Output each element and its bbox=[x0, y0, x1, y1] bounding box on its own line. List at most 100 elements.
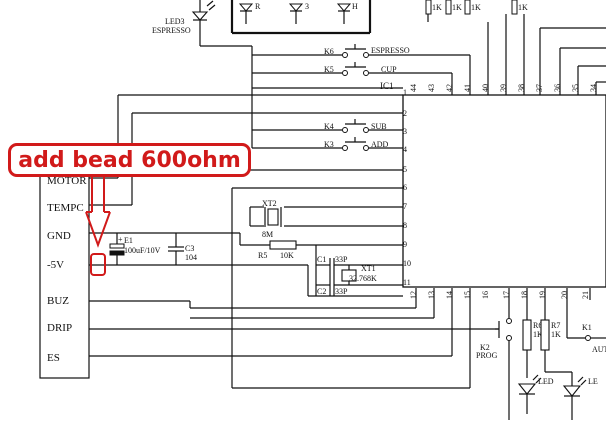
pin-6: 6 bbox=[403, 183, 407, 192]
led3 bbox=[191, 0, 252, 47]
transistor-mark-3: 3 bbox=[305, 2, 309, 11]
bead-marker bbox=[90, 253, 106, 276]
switch-k5 bbox=[252, 62, 453, 95]
resistor-r5 bbox=[240, 240, 403, 250]
resistor-r7 bbox=[540, 288, 573, 386]
c1-ref: C1 bbox=[317, 255, 326, 264]
pin-35: 35 bbox=[571, 84, 580, 92]
label-minus5v: -5V bbox=[47, 259, 64, 271]
k1-ref: K1 bbox=[582, 323, 592, 332]
c3-ref: C3 bbox=[185, 244, 194, 253]
led-b-ref: LE bbox=[588, 377, 598, 386]
pin-11: 11 bbox=[403, 278, 411, 287]
pin-34: 34 bbox=[589, 84, 598, 92]
pin-43: 43 bbox=[427, 84, 436, 92]
label-gnd: GND bbox=[47, 230, 71, 242]
xt1-value: 32.768K bbox=[349, 274, 377, 283]
e1-ref: E1 bbox=[124, 236, 133, 245]
switch-k1 bbox=[566, 288, 606, 341]
switch-k2 bbox=[495, 288, 512, 420]
ic-left-wires bbox=[89, 94, 471, 389]
ic1-label: IC1 bbox=[380, 81, 394, 91]
e1-value: 100uF/10V bbox=[124, 246, 161, 255]
pin-5: 5 bbox=[403, 165, 407, 174]
r6-ref: R6 bbox=[533, 321, 542, 330]
led-a-ref: LED bbox=[538, 377, 554, 386]
top-resistor-3-value: 1K bbox=[471, 3, 481, 12]
r7-ref: R7 bbox=[551, 321, 560, 330]
label-motor: MOTOR bbox=[47, 175, 87, 187]
r5-ref: R5 bbox=[258, 251, 267, 260]
c3-value: 104 bbox=[185, 253, 197, 262]
label-es: ES bbox=[47, 352, 60, 364]
k6-label: ESPRESSO bbox=[371, 46, 410, 55]
c2-ref: C2 bbox=[317, 287, 326, 296]
pin-19: 19 bbox=[538, 291, 547, 299]
xt2-value: 8M bbox=[262, 230, 273, 239]
transistor-mark-r: R bbox=[255, 2, 261, 11]
pin-15: 15 bbox=[463, 291, 472, 299]
k5-label: CUP bbox=[381, 65, 397, 74]
label-tempc: TEMPC bbox=[47, 202, 84, 214]
pin-41: 41 bbox=[463, 84, 472, 92]
annotation-arrow bbox=[85, 177, 111, 248]
pin-3: 3 bbox=[403, 127, 407, 136]
ic1-top-pins: 44 43 42 41 40 39 38 37 36 35 34 bbox=[409, 84, 598, 92]
pin-1: 1 bbox=[403, 88, 407, 97]
pin-4: 4 bbox=[403, 145, 407, 154]
bottom-wires bbox=[89, 288, 499, 357]
svg-text:+: + bbox=[118, 235, 123, 244]
pin-39: 39 bbox=[499, 84, 508, 92]
crystal-xt1-group bbox=[308, 245, 403, 297]
crystal-xt2 bbox=[264, 207, 282, 227]
switch-k3 bbox=[252, 137, 403, 151]
led3-label: ESPRESSO bbox=[152, 26, 191, 35]
pin-20: 20 bbox=[560, 291, 569, 299]
top-resistor-1-value: 1K bbox=[432, 3, 442, 12]
capacitor-e1: + bbox=[109, 233, 125, 265]
pin-7: 7 bbox=[403, 202, 407, 211]
pin-13: 13 bbox=[427, 291, 436, 299]
led3-ref: LED3 bbox=[165, 17, 185, 26]
pin-2: 2 bbox=[403, 109, 407, 118]
pin-36: 36 bbox=[553, 84, 562, 92]
top-right-bus bbox=[427, 14, 606, 95]
k6-ref: K6 bbox=[324, 47, 334, 56]
transistor-mark-h: H bbox=[352, 2, 358, 11]
r7-value: 1K bbox=[551, 330, 561, 339]
pin-18: 18 bbox=[520, 291, 529, 299]
ic1-body bbox=[402, 94, 606, 288]
pin-8: 8 bbox=[403, 221, 407, 230]
xt2-ref: XT2 bbox=[262, 199, 277, 208]
ic1-left-pins: 1 2 3 4 5 6 7 8 9 10 11 bbox=[403, 88, 411, 287]
switch-k4 bbox=[252, 119, 403, 133]
r6-value: 1K bbox=[533, 330, 543, 339]
pin-42: 42 bbox=[445, 84, 454, 92]
top-resistor-2-value: 1K bbox=[452, 3, 462, 12]
pin-38: 38 bbox=[517, 84, 526, 92]
led-a bbox=[517, 374, 542, 414]
k2-label: PROG bbox=[476, 351, 498, 360]
top-resistor-4-value: 1K bbox=[518, 3, 528, 12]
pin-14: 14 bbox=[445, 291, 454, 299]
pin-17: 17 bbox=[502, 291, 511, 299]
annotation-text: add bead 600ohm bbox=[18, 147, 241, 173]
pin-12: 12 bbox=[409, 291, 418, 299]
connector-block bbox=[39, 159, 90, 379]
label-drip: DRIP bbox=[47, 322, 72, 334]
c1-value: 33P bbox=[335, 255, 348, 264]
transistor-array-box bbox=[230, 0, 372, 35]
ic1-bottom-pins: 12 13 14 15 16 17 18 19 20 21 bbox=[409, 291, 590, 299]
top-resistors bbox=[425, 0, 518, 15]
pin-21: 21 bbox=[581, 291, 590, 299]
switch-k6 bbox=[252, 44, 471, 95]
k4-label: SUB bbox=[371, 122, 387, 131]
k4-ref: K4 bbox=[324, 122, 334, 131]
pin-10: 10 bbox=[403, 259, 411, 268]
power-rails bbox=[89, 232, 309, 296]
resistor-r6 bbox=[522, 288, 532, 378]
label-buz: BUZ bbox=[47, 295, 69, 307]
pin-40: 40 bbox=[481, 84, 490, 92]
k2-ref: K2 bbox=[480, 343, 490, 352]
